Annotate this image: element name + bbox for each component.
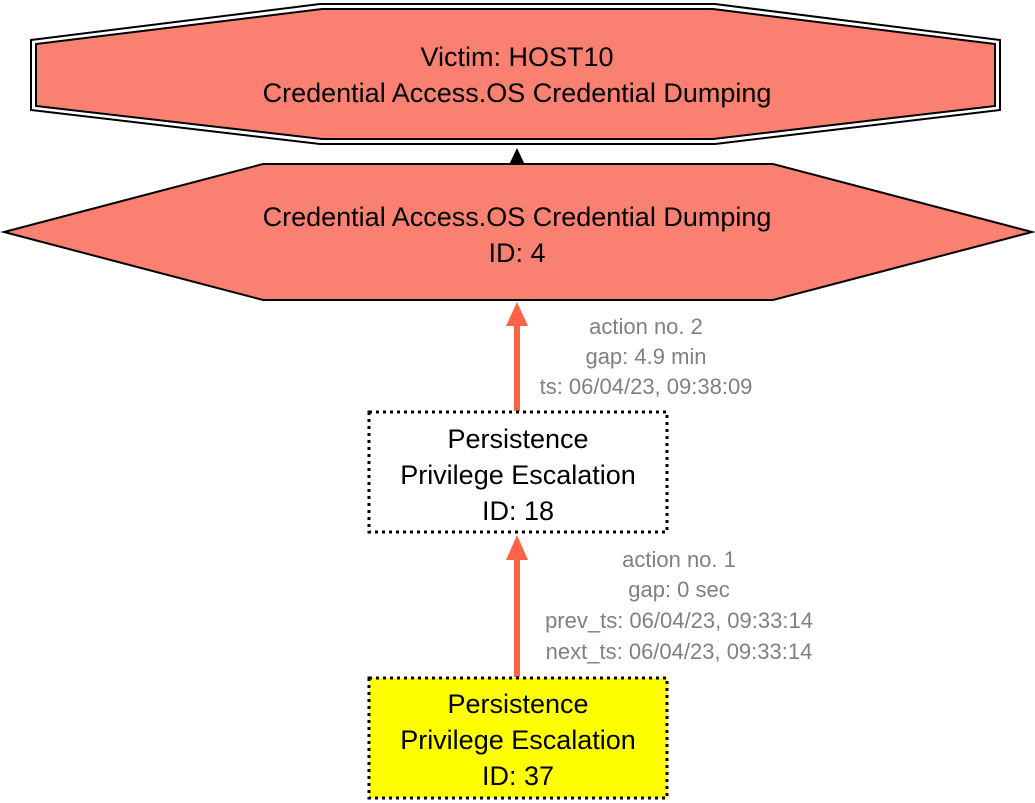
victim-node-host-label: Victim: HOST10 (420, 42, 613, 72)
node-18[interactable]: Persistence Privilege Escalation ID: 18 (367, 410, 669, 534)
node-18-tactic2-label: Privilege Escalation (400, 460, 636, 490)
edge-18-to-4-arrowhead (506, 302, 528, 326)
node-4-shape (0, 163, 1035, 301)
victim-node[interactable]: Victim: HOST10 Credential Access.OS Cred… (30, 3, 1001, 145)
node-18-id-label: ID: 18 (482, 496, 554, 526)
node-18-shape (367, 410, 669, 534)
node-37-shape (367, 676, 669, 800)
victim-node-shape (35, 8, 996, 140)
edge-18-to-4: action no. 2 gap: 4.9 min ts: 06/04/23, … (506, 302, 752, 411)
edge-37-to-18-next-ts-label: next_ts: 06/04/23, 09:33:14 (546, 639, 813, 664)
edge-37-to-18: action no. 1 gap: 0 sec prev_ts: 06/04/2… (506, 535, 813, 677)
edge-37-to-18-action-label: action no. 1 (622, 547, 736, 572)
node-18-tactic-label: Persistence (447, 424, 588, 454)
edge-37-to-18-prev-ts-label: prev_ts: 06/04/23, 09:33:14 (545, 608, 813, 633)
victim-node-outer-border (30, 3, 1001, 145)
edge-18-to-4-ts-label: ts: 06/04/23, 09:38:09 (540, 374, 753, 399)
victim-node-technique-label: Credential Access.OS Credential Dumping (263, 78, 772, 108)
node-4[interactable]: Credential Access.OS Credential Dumping … (0, 163, 1035, 301)
node-37-id-label: ID: 37 (482, 761, 554, 791)
edge-4-to-victim-arrowhead (508, 148, 526, 167)
node-4-id-label: ID: 4 (488, 238, 545, 268)
node-37-tactic2-label: Privilege Escalation (400, 725, 636, 755)
edge-37-to-18-gap-label: gap: 0 sec (628, 577, 730, 602)
edge-18-to-4-gap-label: gap: 4.9 min (585, 344, 706, 369)
node-37-tactic-label: Persistence (447, 689, 588, 719)
node-4-technique-label: Credential Access.OS Credential Dumping (263, 202, 772, 232)
edge-18-to-4-action-label: action no. 2 (589, 314, 703, 339)
node-37[interactable]: Persistence Privilege Escalation ID: 37 (367, 676, 669, 800)
edge-37-to-18-arrowhead (506, 535, 528, 560)
